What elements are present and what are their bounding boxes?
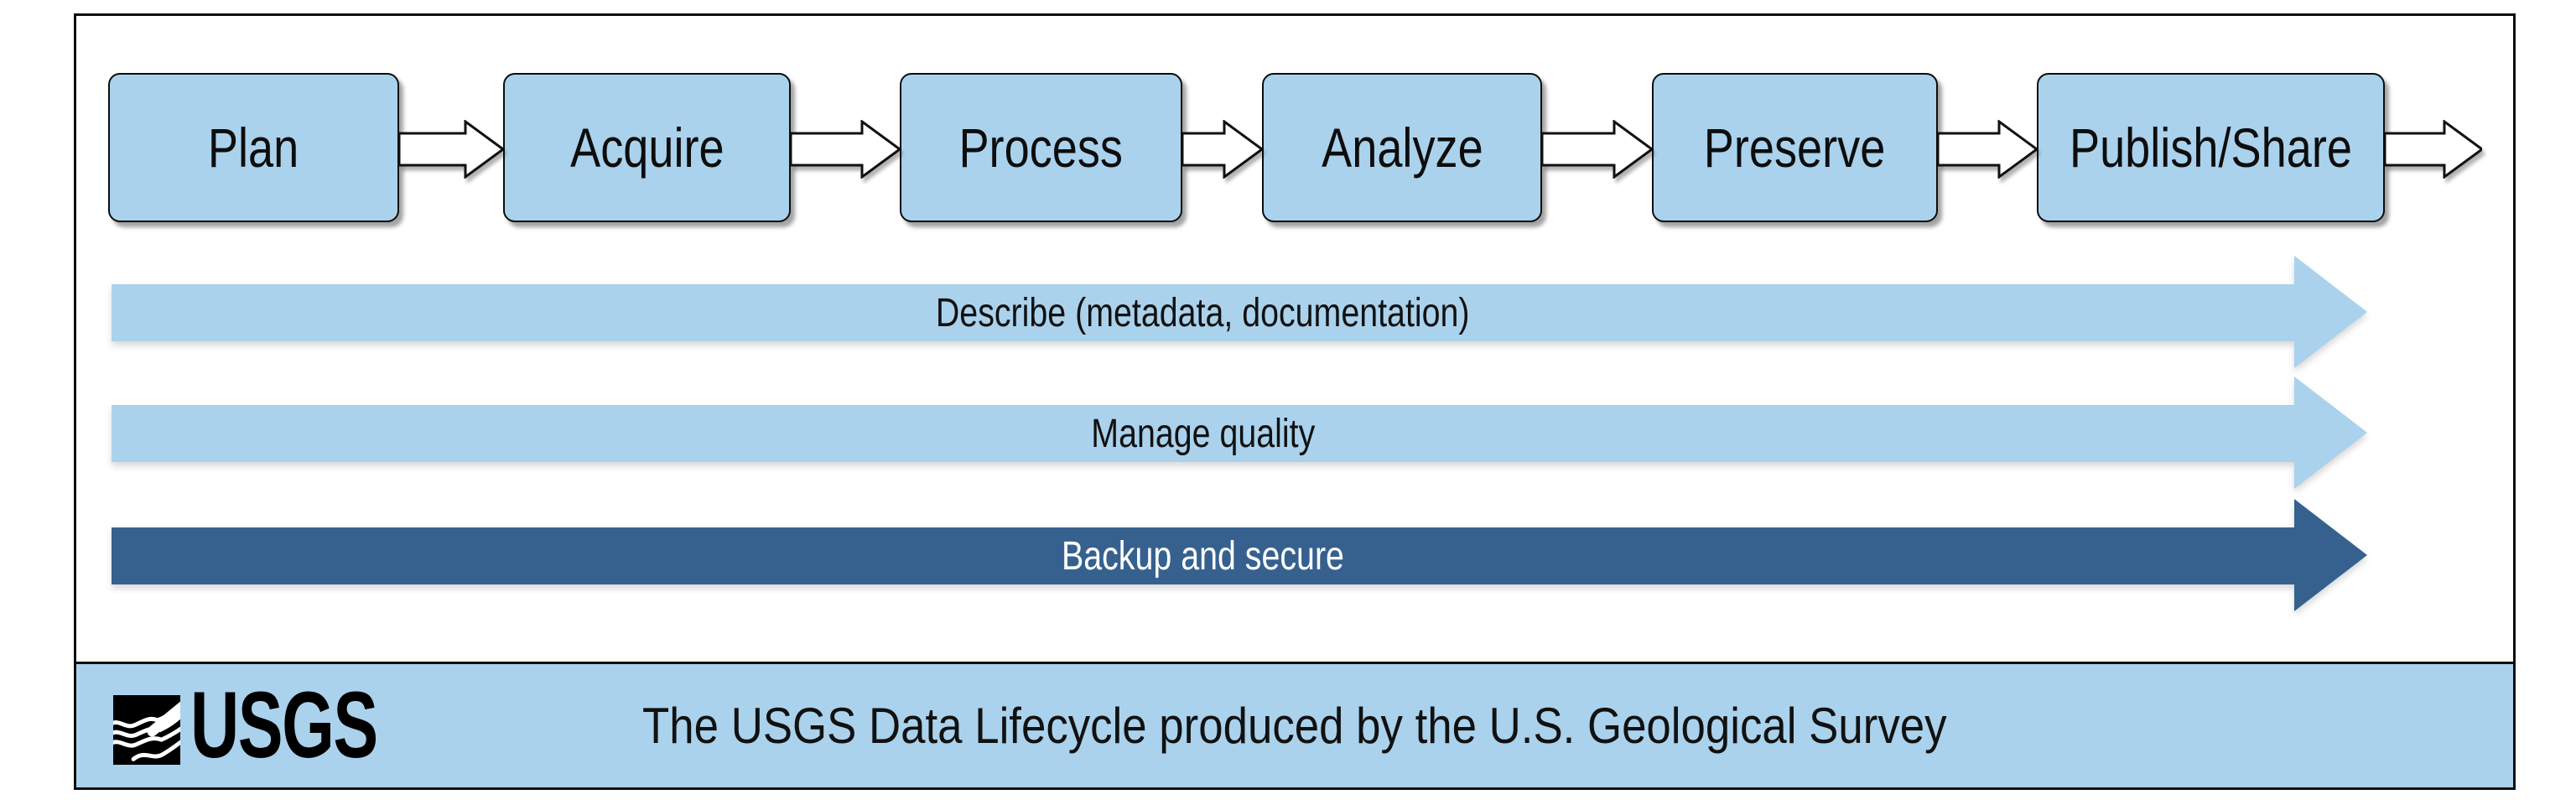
stage-label: Acquire [569, 117, 724, 179]
flow-arrow-icon [2385, 120, 2482, 179]
footer-bar: USGS The USGS Data Lifecycle produced by… [76, 662, 2513, 787]
stage-label: Analyze [1321, 117, 1483, 179]
manage-quality-arrow-label: Manage quality [112, 405, 2294, 462]
diagram-frame: Plan Acquire Process Analyze Preserve Pu… [74, 13, 2516, 790]
usgs-logo-icon [113, 695, 180, 765]
stage-label: Plan [208, 117, 299, 179]
flow-arrow-icon [399, 120, 503, 179]
describe-arrow-label: Describe (metadata, documentation) [112, 284, 2294, 341]
stage-box-publish-share: Publish/Share [2037, 73, 2385, 222]
band-label-text: Describe (metadata, documentation) [936, 290, 1470, 335]
stage-label: Publish/Share [2070, 117, 2352, 179]
flow-arrow-icon [791, 120, 900, 179]
footer-caption-text: The USGS Data Lifecycle produced by the … [642, 698, 1947, 754]
backup-secure-arrow [112, 499, 2367, 611]
backup-secure-arrow-label: Backup and secure [112, 527, 2294, 584]
flow-arrow-icon [1182, 120, 1262, 179]
stage-box-preserve: Preserve [1652, 73, 1938, 222]
stage-box-plan: Plan [108, 73, 399, 222]
band-label-text: Backup and secure [1062, 533, 1344, 579]
manage-quality-arrow [112, 377, 2367, 489]
stage-box-analyze: Analyze [1262, 73, 1542, 222]
footer-caption: The USGS Data Lifecycle produced by the … [76, 664, 2513, 787]
flow-arrow-icon [1542, 120, 1652, 179]
describe-arrow [112, 256, 2367, 368]
stage-box-acquire: Acquire [503, 73, 791, 222]
stage-label: Process [958, 117, 1124, 179]
usgs-logotype: USGS [190, 673, 378, 777]
stage-label: Preserve [1704, 117, 1886, 179]
stage-box-process: Process [900, 73, 1182, 222]
band-label-text: Manage quality [1091, 411, 1315, 456]
flow-arrow-icon [1938, 120, 2037, 179]
